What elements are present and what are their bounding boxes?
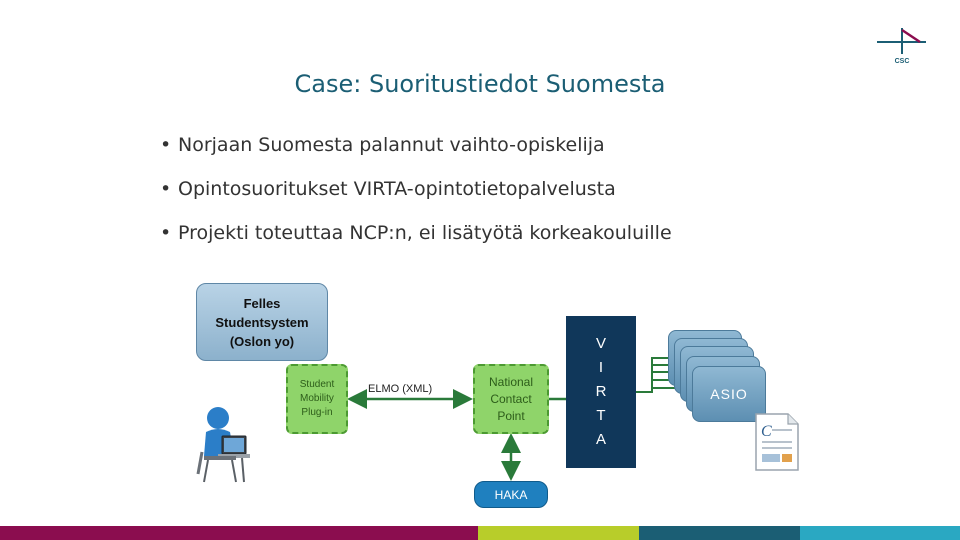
student-laptop-icon — [196, 404, 254, 486]
footer-segment — [639, 526, 800, 540]
national-contact-point-box: National Contact Point — [473, 364, 549, 434]
footer-segment — [800, 526, 960, 540]
haka-box: HAKA — [474, 481, 548, 508]
document-icon: C — [752, 412, 802, 472]
felles-studentsystem-box: Felles Studentsystem (Oslon yo) — [196, 283, 328, 361]
footer-segment — [0, 526, 478, 540]
elmo-label: ELMO (XML) — [368, 383, 432, 395]
student-mobility-plugin-box: Student Mobility Plug-in — [286, 364, 348, 434]
virta-box: V I R T A — [566, 316, 636, 468]
footer-bar — [0, 526, 960, 540]
svg-text:C: C — [761, 423, 772, 440]
footer-segment — [478, 526, 639, 540]
